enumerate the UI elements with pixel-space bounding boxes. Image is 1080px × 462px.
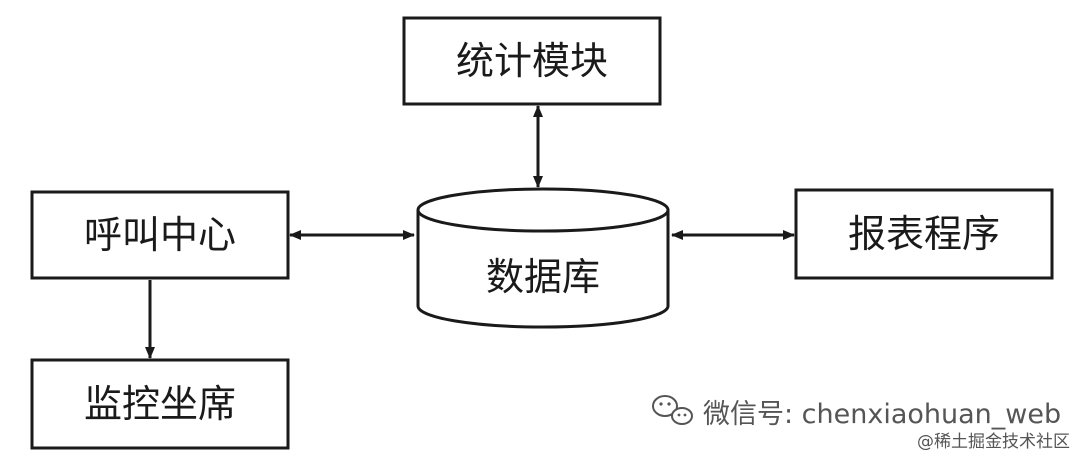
report-program-label: 报表程序 <box>848 212 1000 256</box>
community-text: @稀土掘金技术社区 <box>917 432 1070 452</box>
database-cylinder-body <box>416 210 670 329</box>
database-cylinder-top <box>416 187 670 233</box>
wechat-id-text: 微信号: chenxiaohuan_web <box>703 399 1061 430</box>
watermark: 微信号: chenxiaohuan_web @稀土掘金技术社区 <box>652 395 1070 452</box>
monitor-seat-node: 监控坐席 <box>30 358 290 450</box>
call-center-label: 呼叫中心 <box>84 213 236 257</box>
wechat-logo-icon <box>652 395 693 425</box>
monitor-seat-label: 监控坐席 <box>84 382 236 426</box>
stats-module-node: 统计模块 <box>402 16 662 106</box>
database-label: 数据库 <box>486 255 600 299</box>
database-node: 数据库 <box>416 187 670 329</box>
call-center-node: 呼叫中心 <box>30 190 290 280</box>
report-program-node: 报表程序 <box>794 188 1054 280</box>
stats-module-label: 统计模块 <box>456 39 608 83</box>
